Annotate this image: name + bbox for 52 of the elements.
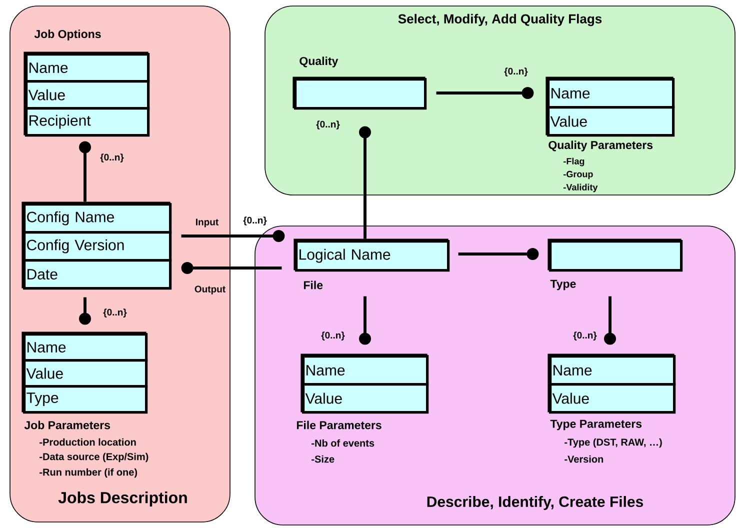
- table-cell: Recipient: [25, 107, 150, 137]
- list-item: -Size: [312, 455, 334, 463]
- multiplicity-label: {0..n}: [316, 120, 340, 130]
- connector: [436, 87, 534, 99]
- table-label: Job Parameters: [24, 420, 110, 430]
- table-label: Type Parameters: [550, 420, 642, 430]
- multiplicity-label: {0..n}: [103, 308, 127, 318]
- table-cell: Name: [25, 53, 150, 83]
- table-cell: Name: [23, 333, 148, 362]
- table-label: Quality Parameters: [548, 140, 653, 152]
- list-item: -Data source (Exp/Sim): [40, 452, 148, 462]
- list-item: -Version: [564, 455, 604, 463]
- multiplicity-label: Input: [196, 218, 218, 228]
- list-item: -Group: [564, 170, 593, 180]
- connector: [79, 297, 91, 325]
- list-item: -Validity: [564, 184, 598, 192]
- table-cell: Type: [23, 385, 148, 414]
- connector: [181, 230, 285, 242]
- table-cell: Value: [25, 80, 150, 110]
- connector: [458, 248, 539, 260]
- table-label: Quality: [300, 56, 338, 68]
- multiplicity-label: {0..n}: [100, 154, 124, 162]
- multiplicity-label: {0..n}: [321, 332, 345, 340]
- list-item: -Nb of events: [312, 439, 374, 447]
- multiplicity-label: {0..n}: [504, 68, 528, 76]
- table-cell: Name: [549, 355, 676, 386]
- table-cell: Name: [302, 355, 429, 386]
- table-cell: Value: [549, 383, 676, 414]
- list-item: -Run number (if one): [40, 468, 138, 478]
- connector: [181, 262, 282, 274]
- connector: [604, 296, 616, 345]
- table-label: Type: [550, 280, 576, 290]
- table-cell: Value: [547, 106, 675, 137]
- table-cell: Value: [302, 383, 429, 414]
- connector: [79, 141, 91, 202]
- multiplicity-label: {0..n}: [243, 216, 267, 226]
- list-item: -Flag: [564, 158, 584, 166]
- table-cell: Config Name: [23, 203, 172, 234]
- table-cell: Value: [23, 359, 148, 388]
- table-cell: Logical Name: [295, 240, 450, 272]
- table-cell: Date: [23, 259, 172, 290]
- connector: [359, 296, 371, 345]
- multiplicity-label: Output: [194, 286, 226, 294]
- table-cell: Name: [547, 78, 675, 109]
- table-cell: Config Version: [23, 231, 172, 262]
- table-label: File: [304, 280, 323, 290]
- connector: [359, 126, 371, 239]
- list-item: -Type (DST, RAW, …): [564, 438, 662, 448]
- table-label: File Parameters: [296, 420, 382, 430]
- list-item: -Production location: [40, 438, 136, 446]
- table-label: Job Options: [34, 30, 101, 40]
- multiplicity-label: {0..n}: [573, 332, 597, 340]
